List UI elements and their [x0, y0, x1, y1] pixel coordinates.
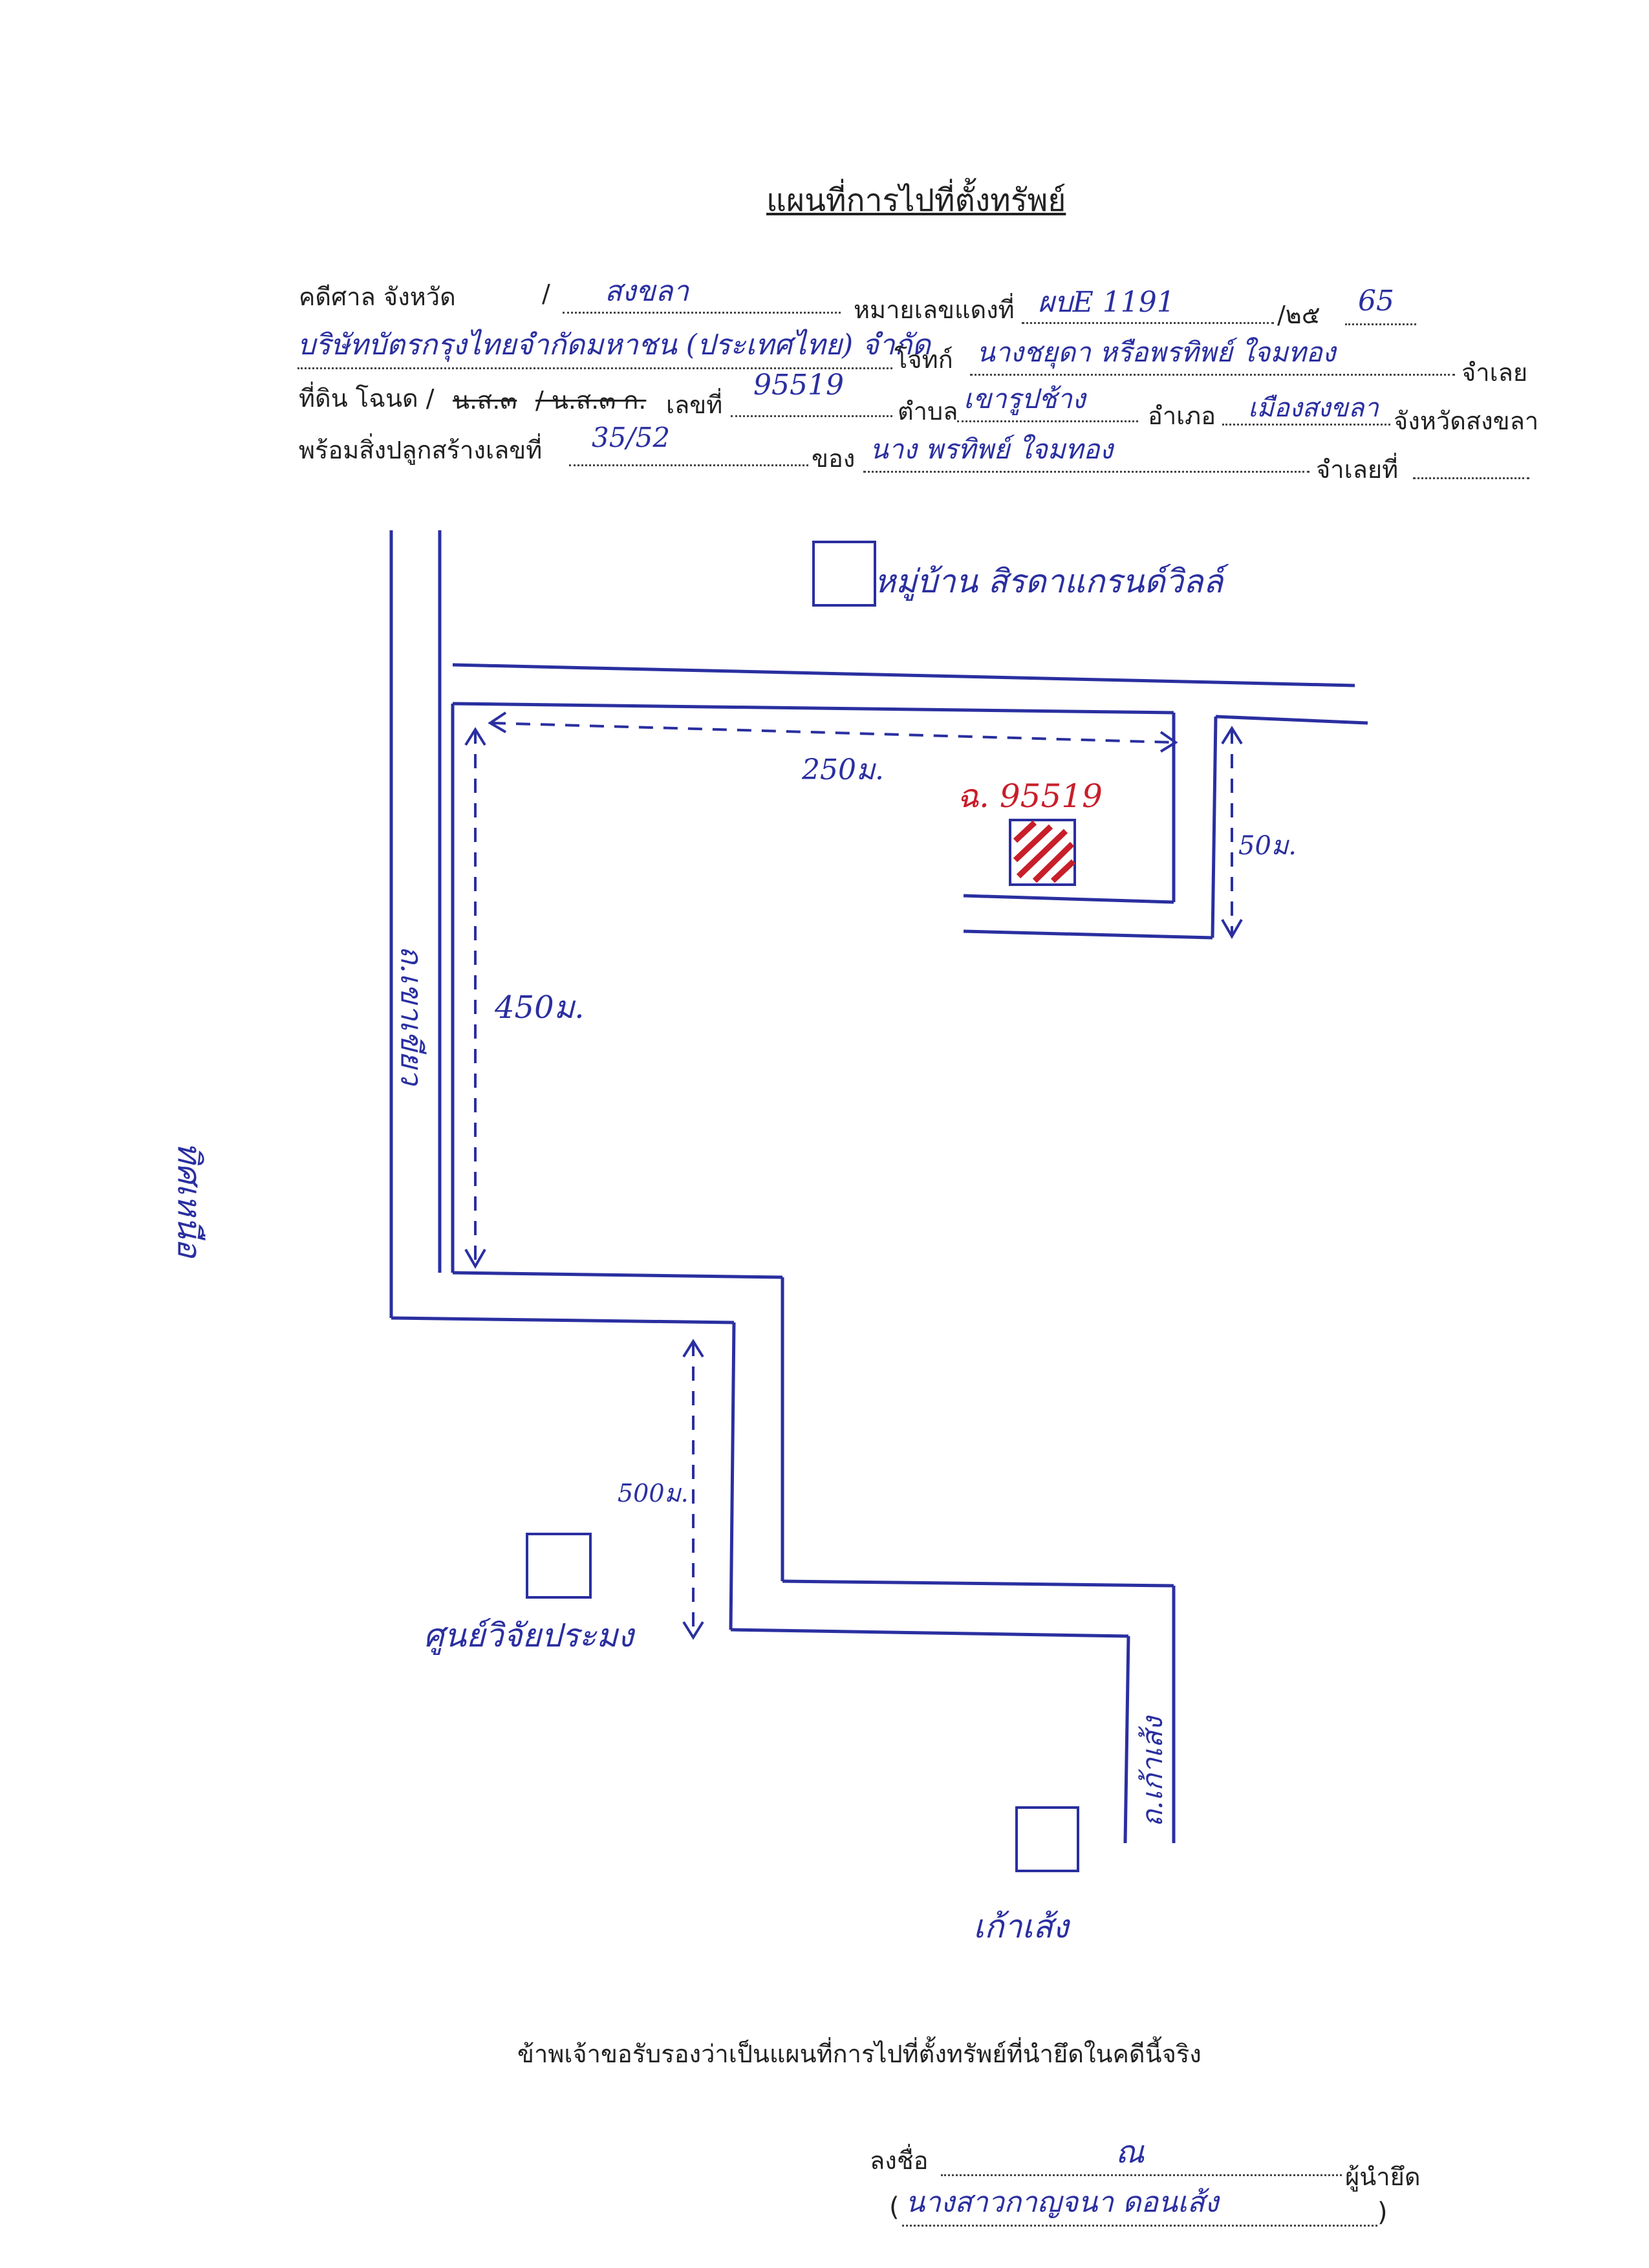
dotted-line	[1222, 424, 1390, 426]
road-lower-lower	[730, 1628, 1129, 1638]
label-subdistrict: ตำบล	[898, 397, 958, 426]
label-district: อำเภอ	[1148, 402, 1216, 430]
dotted-line	[1022, 322, 1274, 324]
close-paren: )	[1377, 2198, 1388, 2227]
dimension-250m	[488, 711, 1178, 753]
road-kaoseng-left	[1123, 1636, 1130, 1844]
label-court-province: คดีศาล จังหวัด	[299, 283, 456, 311]
plaintiff-company-value: บริษัทบัตรกรุงไทยจำกัดมหาชน (ประเทศไทย) …	[297, 329, 931, 362]
open-paren: (	[889, 2192, 900, 2222]
slash-separator: /	[542, 279, 550, 308]
signature-label: ลงชื่อ	[870, 2146, 929, 2175]
year-value: 65	[1358, 285, 1394, 318]
subdistrict-value: เขารูปช้าง	[964, 383, 1086, 415]
road-top-upper-edge	[452, 663, 1355, 687]
page-title: แผนที่การไปที่ตั้งทรัพย์	[766, 182, 1066, 219]
side-road-bottom-edge	[963, 929, 1213, 940]
dotted-line	[970, 374, 1455, 376]
distance-500m: 500ม.	[618, 1479, 689, 1507]
dotted-line	[957, 420, 1138, 422]
signature-role: ผู้นำยึด	[1345, 2163, 1421, 2191]
distance-450m: 450ม.	[495, 989, 585, 1026]
research-center-label: ศูนย์วิจัยประมง	[424, 1617, 634, 1654]
parcel-marker-box	[1009, 819, 1076, 886]
village-landmark-box	[812, 541, 876, 607]
certification-text: ข้าพเจ้าขอรับรองว่าเป็นแผนที่การไปที่ตั้…	[517, 2040, 1202, 2068]
deed-number-value: 95519	[753, 369, 844, 402]
distance-250m: 250ม.	[802, 753, 884, 786]
signature-dotted-line	[941, 2174, 1342, 2176]
dotted-line	[563, 312, 841, 314]
dimension-450m	[464, 727, 486, 1269]
district-value: เมืองสงขลา	[1248, 393, 1379, 423]
label-red-number: หมายเลขแดงที่	[854, 296, 1015, 324]
road-top-right-segment	[1215, 715, 1368, 725]
struck-ns3: น.ส.๓	[453, 386, 517, 415]
label-of: ของ	[812, 444, 856, 473]
road-bend-lower	[391, 1316, 735, 1324]
dotted-line	[569, 464, 808, 466]
dotted-line	[1413, 477, 1529, 479]
road-kaoseng-label: ถ.เก้าเส้ง	[1136, 1716, 1169, 1828]
struck-ns3k: / น.ส.๓ ก.	[535, 386, 647, 415]
north-label: ทิศเหนือ	[170, 1141, 208, 1258]
research-center-landmark-box	[526, 1533, 592, 1599]
dimension-50m-right	[1221, 726, 1243, 940]
label-plaintiff: โจทก์	[894, 345, 953, 374]
side-road-lower-edge	[963, 894, 1174, 904]
building-number-value: 35/52	[592, 422, 671, 453]
label-building-number: พร้อมสิ่งปลูกสร้างเลขที่	[299, 436, 543, 464]
year-prefix: /๒๕	[1277, 301, 1320, 329]
name-dotted-line	[902, 2225, 1377, 2227]
signer-name: นางสาวกาญจนา ดอนเส้ง	[905, 2186, 1219, 2219]
dotted-line	[731, 415, 892, 417]
dotted-line	[863, 471, 1310, 473]
dotted-line	[1345, 323, 1416, 325]
parcel-label: ฉ. 95519	[957, 777, 1103, 815]
village-label: หมู่บ้าน สิรดาแกรนด์วิลล์	[874, 563, 1223, 600]
label-defendant-number: จำเลยที่	[1316, 455, 1399, 484]
label-land-deed: ที่ดิน โฉนด /	[299, 384, 435, 413]
label-deed-number: เลขที่	[666, 391, 723, 419]
road-bend-upper	[452, 1271, 783, 1279]
red-number-value: ผบE 1191	[1038, 286, 1175, 319]
road-lower-upper	[782, 1579, 1174, 1588]
dotted-line	[297, 367, 892, 369]
parcel-hatch	[1013, 820, 1076, 883]
label-province-songkhla: จังหวัดสงขลา	[1394, 407, 1539, 435]
province-value: สงขลา	[605, 275, 689, 308]
distance-50m-right: 50ม.	[1238, 831, 1297, 861]
label-defendant: จำเลย	[1461, 358, 1528, 387]
dimension-500m	[682, 1339, 704, 1640]
defendant-value: นางชยุดา หรือพรทิพย์ ใจมทอง	[976, 336, 1336, 368]
kaoseng-label: เก้าเส้ง	[973, 1908, 1069, 1945]
signature: ณ	[1116, 2134, 1145, 2170]
road-top-lower-edge	[452, 702, 1174, 715]
side-road-right-edge	[1211, 716, 1218, 938]
road-middle-left	[729, 1322, 736, 1630]
road-left-label: ถ.เขาเขียว	[394, 945, 429, 1085]
owner-value: นาง พรทิพย์ ใจมทอง	[870, 433, 1113, 465]
kaoseng-landmark-box	[1015, 1806, 1079, 1872]
